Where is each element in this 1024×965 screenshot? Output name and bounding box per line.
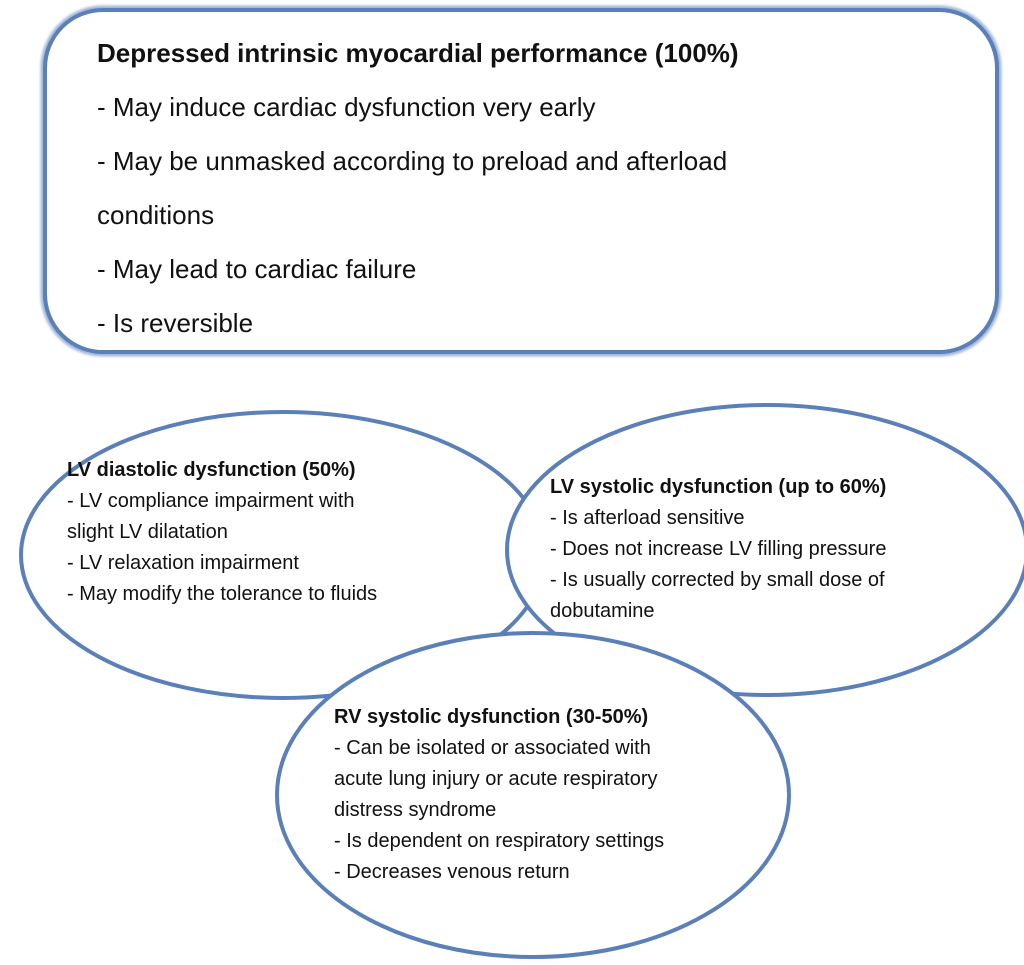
top-box-title: Depressed intrinsic myocardial performan… — [97, 38, 739, 68]
lv-systolic-line: dobutamine — [550, 600, 655, 622]
rv-systolic-title: RV systolic dysfunction (30-50%) — [334, 706, 649, 728]
rv-systolic-oval — [275, 631, 791, 959]
top-box-line: conditions — [97, 200, 215, 230]
lv-systolic-line: - Does not increase LV filling pressure — [550, 538, 887, 560]
top-box-line: - May induce cardiac dysfunction very ea… — [97, 92, 596, 122]
rv-systolic-text: RV systolic dysfunction (30-50%) - Can b… — [334, 702, 664, 888]
lv-diastolic-text: LV diastolic dysfunction (50%) - LV comp… — [67, 455, 377, 610]
lv-diastolic-title: LV diastolic dysfunction (50%) — [67, 459, 356, 481]
top-box-text: Depressed intrinsic myocardial performan… — [97, 26, 739, 350]
lv-systolic-text: LV systolic dysfunction (up to 60%) - Is… — [550, 472, 886, 627]
lv-diastolic-line: - May modify the tolerance to fluids — [67, 583, 378, 605]
top-box-line: - Is reversible — [97, 308, 254, 338]
rv-systolic-line: distress syndrome — [334, 799, 497, 821]
lv-diastolic-line: - LV compliance impairment with — [67, 490, 355, 512]
lv-diastolic-line: slight LV dilatation — [67, 521, 228, 543]
rv-systolic-line: - Is dependent on respiratory settings — [334, 830, 665, 852]
lv-systolic-line: - Is usually corrected by small dose of — [550, 569, 885, 591]
lv-systolic-oval — [505, 403, 1024, 697]
lv-systolic-title: LV systolic dysfunction (up to 60%) — [550, 476, 887, 498]
rv-systolic-line: - Can be isolated or associated with — [334, 737, 651, 759]
top-box-line: - May lead to cardiac failure — [97, 254, 417, 284]
rv-systolic-line: - Decreases venous return — [334, 861, 570, 883]
rv-systolic-line: acute lung injury or acute respiratory — [334, 768, 658, 790]
lv-diastolic-line: - LV relaxation impairment — [67, 552, 299, 574]
lv-systolic-line: - Is afterload sensitive — [550, 507, 745, 529]
top-box-line: - May be unmasked according to preload a… — [97, 146, 728, 176]
top-box-outline — [43, 8, 999, 354]
